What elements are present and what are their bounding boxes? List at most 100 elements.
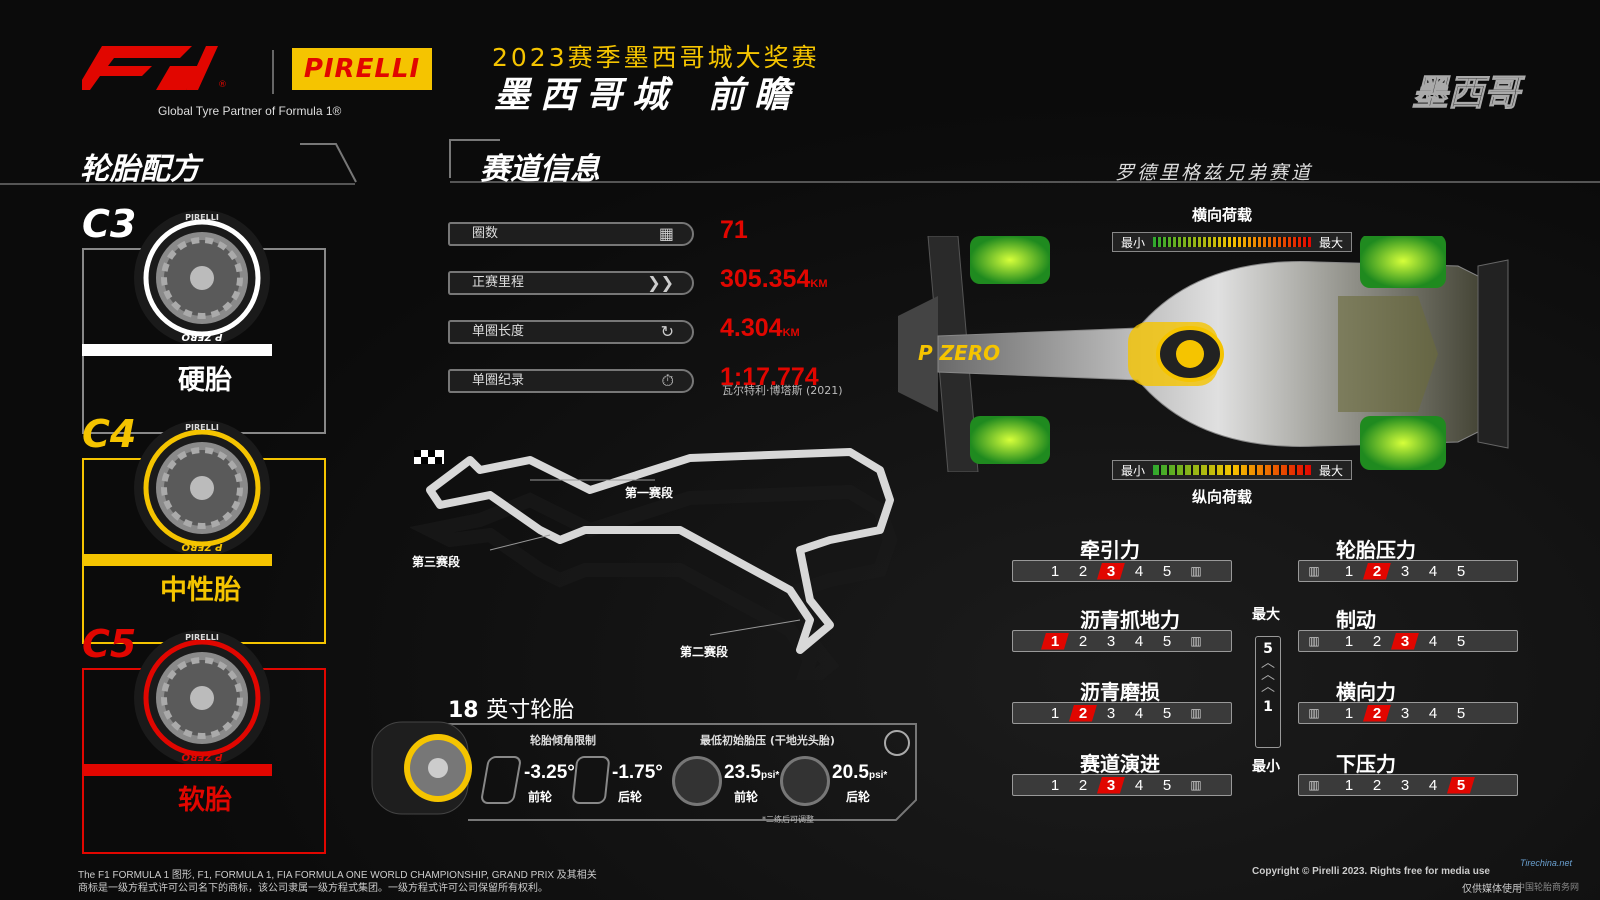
rating-title: 沥青抓地力: [1080, 608, 1180, 632]
country-mark: 墨西哥: [1411, 73, 1521, 115]
rating-cell: 3: [1106, 632, 1116, 650]
front-pressure-value: 23.5: [724, 762, 761, 783]
rear-pressure-label: 后轮: [846, 790, 871, 804]
lateral-load-label: 横向荷载: [1192, 206, 1253, 224]
rating-cell: 5: [1456, 632, 1466, 650]
rating-cell: 1: [1050, 704, 1060, 722]
sector-3-label: 第三赛段: [412, 555, 461, 569]
tyre-image: PIRELLI P ZERO: [134, 420, 270, 556]
svg-text:P ZERO: P ZERO: [181, 331, 223, 342]
stat-number: 305.354: [720, 265, 811, 293]
scale-top: 5: [1263, 641, 1273, 657]
stat-number: 4.304: [720, 314, 783, 342]
rating-title: 轮胎压力: [1336, 538, 1416, 562]
rating-cell: 4: [1428, 704, 1438, 722]
rating-glyph-icon: ▥: [1308, 706, 1320, 720]
rating-cell: 5: [1456, 562, 1466, 580]
rating-cell: 1: [1344, 776, 1354, 794]
stat-bar: 单圈长度 ↻: [448, 320, 694, 344]
sector-2-label: 第二赛段: [680, 645, 729, 659]
title-accent: 前瞻: [708, 75, 801, 116]
rating-cell: 1: [1344, 562, 1354, 580]
rating-cell: 2: [1363, 562, 1391, 580]
track-heading: 赛道信息: [480, 152, 600, 187]
stat-bar: 正赛里程 ❯❯: [448, 271, 694, 295]
watermark-site: Tirechina.net: [1520, 858, 1572, 868]
rating-cell: 2: [1372, 632, 1382, 650]
front-tyre-icon: [672, 756, 722, 806]
stat-number: 1:17.774: [720, 363, 819, 391]
stat-label: 正赛里程: [472, 275, 525, 290]
rating-glyph-icon: ▥: [1308, 634, 1320, 648]
rating-cell: 3: [1400, 776, 1410, 794]
rear-pressure-unit: psi*: [868, 770, 888, 781]
rating-glyph-icon: ▥: [1190, 564, 1202, 578]
circuit-name: 罗德里格兹兄弟赛道: [1115, 162, 1314, 184]
compound-stripe: [82, 764, 272, 776]
pressure-title: 最低初始胎压 (干地光头胎): [700, 734, 835, 747]
sector-1-label: 第一赛段: [625, 486, 674, 500]
stat-bar: 单圈纪录 ⏱: [448, 369, 694, 393]
rating-title: 赛道演进: [1080, 752, 1160, 776]
stat-value: 4.304KM: [720, 314, 800, 343]
rating-cell: 4: [1134, 704, 1144, 722]
compound-name: 硬胎: [178, 365, 232, 396]
longitudinal-load-label: 纵向荷载: [1192, 488, 1253, 506]
svg-text:PIRELLI: PIRELLI: [185, 423, 219, 432]
front-pressure-label: 前轮: [734, 790, 759, 804]
track-header-frame: [449, 139, 1600, 183]
stat-value: 1:17.774: [720, 363, 819, 392]
lateral-load-scale: 最小 最大: [1112, 232, 1352, 252]
season-title: 2023赛季墨西哥城大奖赛: [492, 43, 820, 72]
scale-min-label: 最小: [1252, 759, 1280, 775]
watermark-cn: 中国轮胎商务网: [1516, 882, 1580, 892]
scale-indicator: 5 ︿︿︿ 1: [1255, 636, 1281, 748]
scale-max-label: 最大: [1252, 607, 1280, 623]
gauge-icon: [884, 730, 910, 756]
rating-glyph-icon: ▥: [1190, 706, 1202, 720]
compound-stripe: [82, 344, 272, 356]
svg-text:PIRELLI: PIRELLI: [185, 633, 219, 642]
rear-tyre-icon: [780, 756, 830, 806]
longitudinal-gradient: [1153, 465, 1311, 475]
f1-logo: [82, 46, 218, 90]
partner-text: Global Tyre Partner of Formula 1®: [158, 104, 342, 118]
rear-pressure-value: 20.5: [832, 762, 869, 783]
svg-text:P ZERO: P ZERO: [181, 751, 223, 762]
compound-code: C3: [82, 202, 137, 246]
copyright: Copyright © Pirelli 2023. Rights free fo…: [1252, 866, 1490, 877]
car-nose-text: P ZERO: [918, 341, 1000, 365]
rating-title: 牵引力: [1080, 538, 1140, 562]
rating-cell: 1: [1344, 632, 1354, 650]
legal-line-2: 商标是一级方程式许可公司名下的商标，该公司隶属一级方程式集团。一级方程式许可公司…: [78, 883, 548, 894]
rating-cell: 5: [1162, 776, 1172, 794]
stat-label: 单圈纪录: [472, 373, 525, 388]
rating-cell: 2: [1069, 704, 1097, 722]
rating-title: 制动: [1336, 608, 1376, 632]
rating-glyph-icon: ▥: [1308, 564, 1320, 578]
svg-text:P ZERO: P ZERO: [181, 541, 223, 552]
stat-value: 71: [720, 216, 748, 245]
rating-cell: 1: [1041, 632, 1069, 650]
pirelli-logo: PIRELLI: [292, 48, 432, 90]
registered-mark: ®: [218, 80, 227, 90]
rating-title: 沥青磨损: [1080, 680, 1160, 704]
rating-cell: 1: [1050, 776, 1060, 794]
checkered-flag-icon: ▦: [658, 224, 674, 243]
compound-code: C5: [82, 622, 137, 666]
rating-cell: 3: [1391, 632, 1419, 650]
tyre-18-icon: [371, 721, 472, 815]
rating-cell: 2: [1078, 562, 1088, 580]
stat-bar: 圈数 ▦: [448, 222, 694, 246]
stat-unit: KM: [810, 278, 828, 290]
f1-car-image: P ZERO: [898, 236, 1509, 472]
tyre-image: PIRELLI P ZERO: [134, 630, 270, 766]
rating-cell: 3: [1097, 562, 1125, 580]
stat-number: 71: [720, 216, 748, 244]
page-title: 墨西哥城前瞻: [494, 66, 800, 118]
tyres-header-bracket: [300, 143, 357, 183]
